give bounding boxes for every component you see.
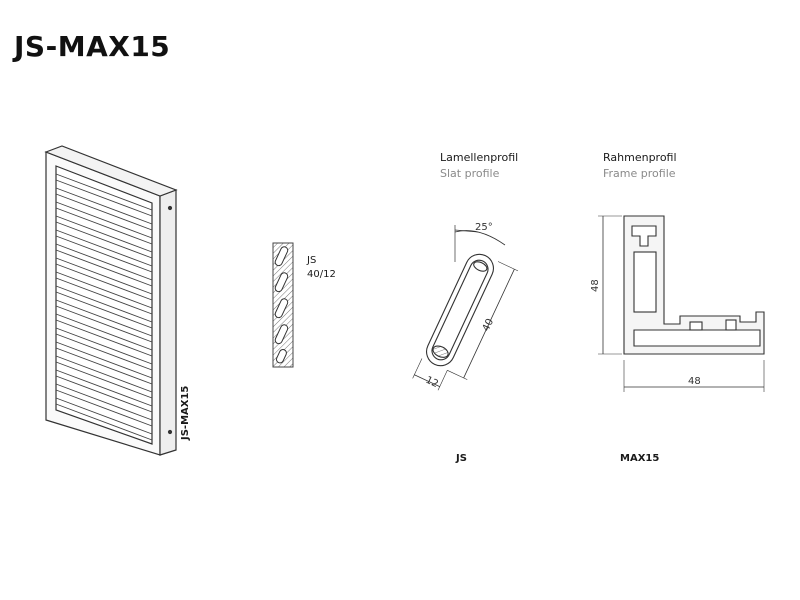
slat-end-bottom — [432, 345, 449, 358]
panel-slats — [55, 173, 153, 441]
panel-inner-opening — [55, 165, 153, 445]
angle-ref-tilt — [454, 229, 479, 233]
slat-profile-label-en: Slat profile — [440, 167, 500, 180]
product-label-vertical: JS-MAX15 — [180, 385, 191, 440]
section-callout-line1: JS — [307, 255, 317, 266]
louvre-panel-drawing — [44, 145, 178, 456]
frame-bottom-channel — [633, 329, 761, 347]
panel-top-depth — [44, 145, 178, 197]
slat-profile-drawing — [412, 225, 519, 391]
frame-top-channel — [631, 225, 657, 247]
slat-angle-label: 25° — [475, 222, 493, 233]
angle-arc — [454, 230, 506, 246]
slat-thickness-dim-line — [414, 374, 440, 387]
slat-length-dim-line — [463, 268, 515, 379]
slat-thickness-label: 12 — [424, 375, 440, 390]
frame-width-label: 48 — [688, 376, 701, 387]
frame-profile-drawing — [598, 215, 765, 392]
panel-fastener-top — [167, 205, 173, 211]
frame-profile-label-de: Rahmenprofil — [603, 151, 677, 164]
slat-end-top — [473, 261, 488, 272]
slat-caption: JS — [456, 453, 467, 464]
slat-section-callout — [272, 242, 294, 368]
frame-height-label: 48 — [590, 279, 601, 292]
frame-slot — [633, 251, 657, 313]
slat-profile-label-de: Lamellenprofil — [440, 151, 519, 164]
frame-caption: MAX15 — [620, 453, 660, 464]
panel-fastener-bottom — [167, 429, 173, 435]
section-callout-line2: 40/12 — [307, 269, 336, 280]
panel-side-depth — [159, 189, 177, 456]
slat-length-label: 40 — [481, 317, 496, 333]
page-title: JS-MAX15 — [14, 30, 171, 63]
frame-profile-label-en: Frame profile — [603, 167, 676, 180]
slat-inner — [431, 259, 489, 361]
